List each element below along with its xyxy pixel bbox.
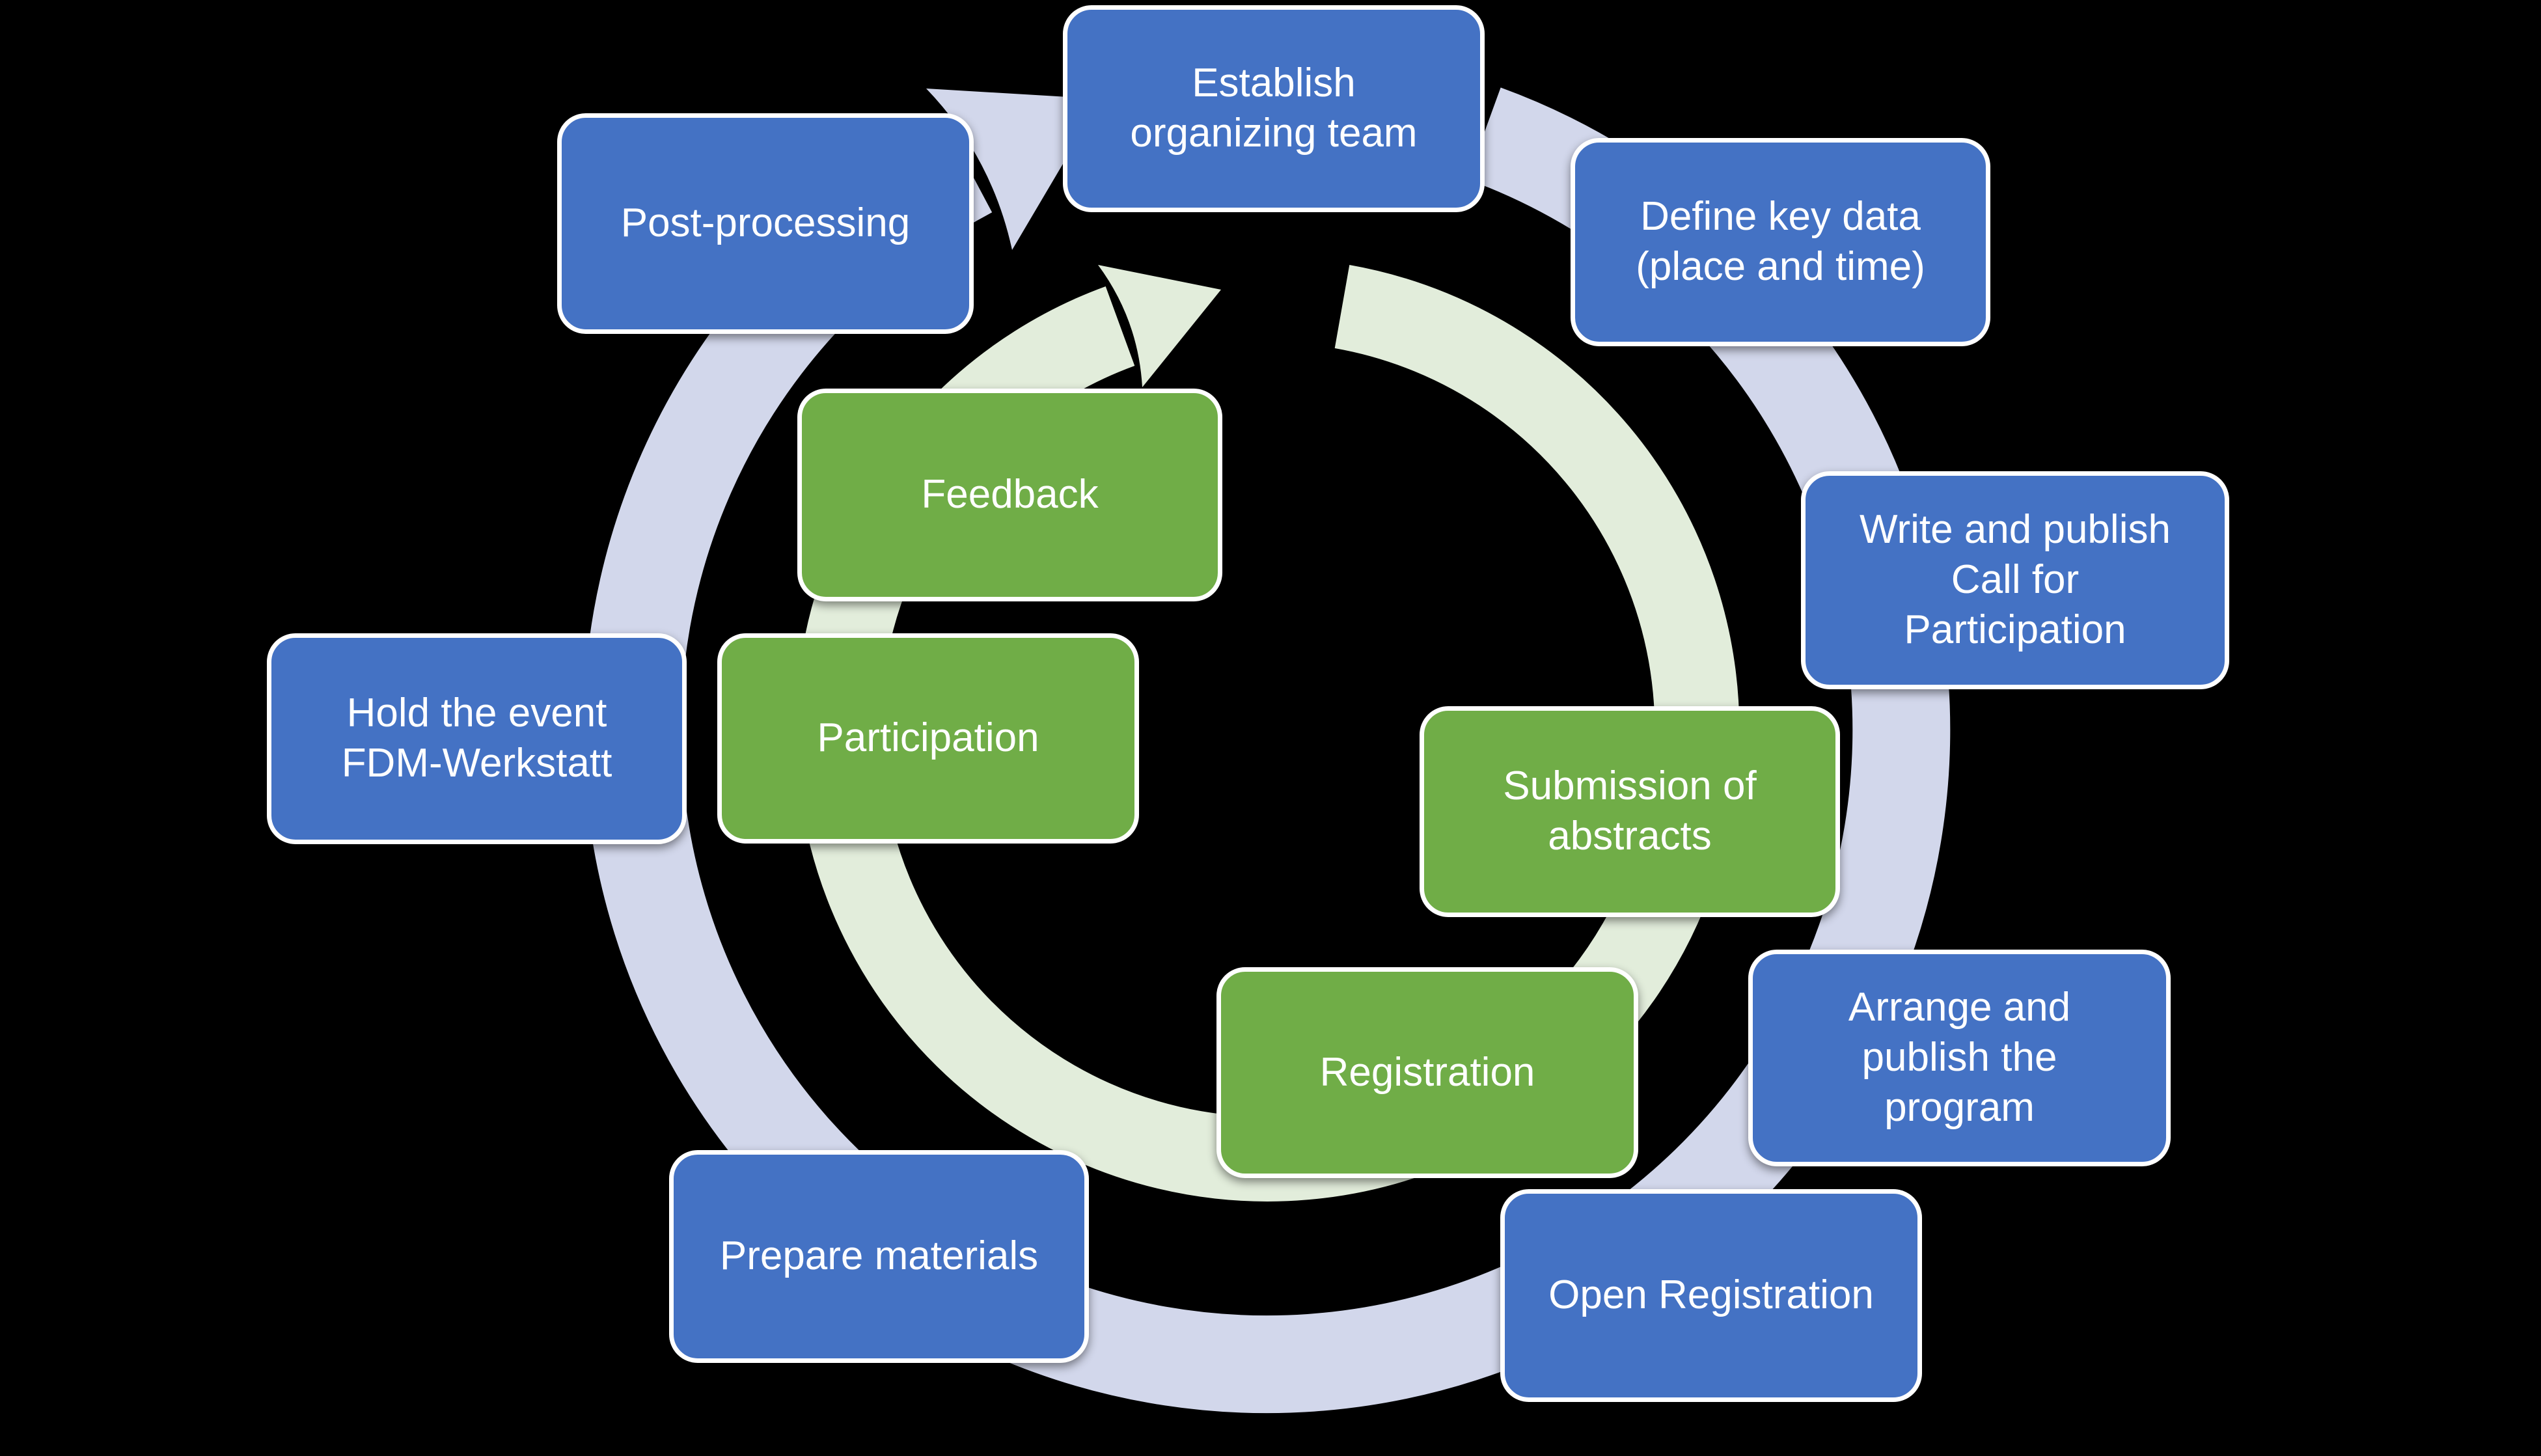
step-label: Feedback [921,472,1099,517]
step-label: Submission of abstracts [1503,763,1757,858]
step-define-key-data: Define key data (place and time) [1571,138,1990,346]
step-write-call-for-participation: Write and publish Call for Participation [1801,471,2229,689]
step-label: Prepare materials [719,1233,1039,1279]
step-arrange-publish-program: Arrange and publish the program [1748,950,2171,1166]
step-label: Registration [1319,1049,1535,1095]
step-label: Hold the event FDM-Werkstatt [341,691,612,786]
step-label: Establish organizing team [1130,61,1418,156]
step-label: Participation [817,715,1039,761]
step-prepare-materials: Prepare materials [669,1150,1089,1363]
inner-ring-arrowhead-icon [1098,265,1221,387]
step-label: Post-processing [620,200,911,246]
step-label: Write and publish Call for Participation [1860,507,2171,652]
step-open-registration: Open Registration [1500,1189,1922,1402]
step-hold-the-event: Hold the event FDM-Werkstatt [267,633,687,844]
step-post-processing: Post-processing [557,113,974,334]
step-registration: Registration [1216,967,1638,1178]
step-submission-of-abstracts: Submission of abstracts [1420,706,1840,917]
step-label: Define key data (place and time) [1636,194,1925,289]
step-feedback: Feedback [797,389,1222,601]
step-establish-organizing-team: Establish organizing team [1063,5,1485,212]
step-participation: Participation [717,633,1139,844]
step-label: Open Registration [1548,1272,1874,1318]
step-label: Arrange and publish the program [1848,985,2071,1130]
